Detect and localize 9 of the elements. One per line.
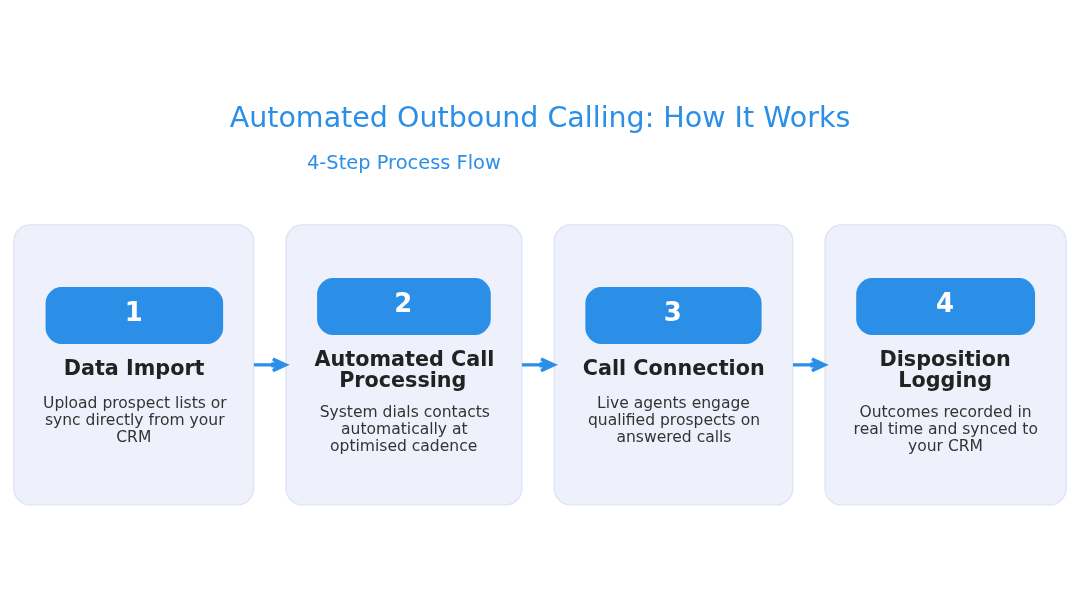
arrow	[253, 356, 288, 372]
label: 4-Step Process Flow	[306, 150, 501, 174]
node-box: 1 Data Import Upload prospect lists or sync directly from your CRM	[13, 223, 255, 505]
arrow	[793, 356, 827, 372]
node-box: 2 Automated Call Processing System dials contacts automatically at optimised cadence	[285, 223, 523, 505]
node-box: 3 Call Connection Live agents engage qualified prospects on answered calls	[553, 223, 794, 505]
node-box: 4 Disposition Logging Outcomes recorded in real time and synced to your CRM	[824, 223, 1067, 505]
diagram-title: Automated Outbound Calling: How It Works	[229, 100, 851, 134]
arrow	[521, 356, 556, 372]
